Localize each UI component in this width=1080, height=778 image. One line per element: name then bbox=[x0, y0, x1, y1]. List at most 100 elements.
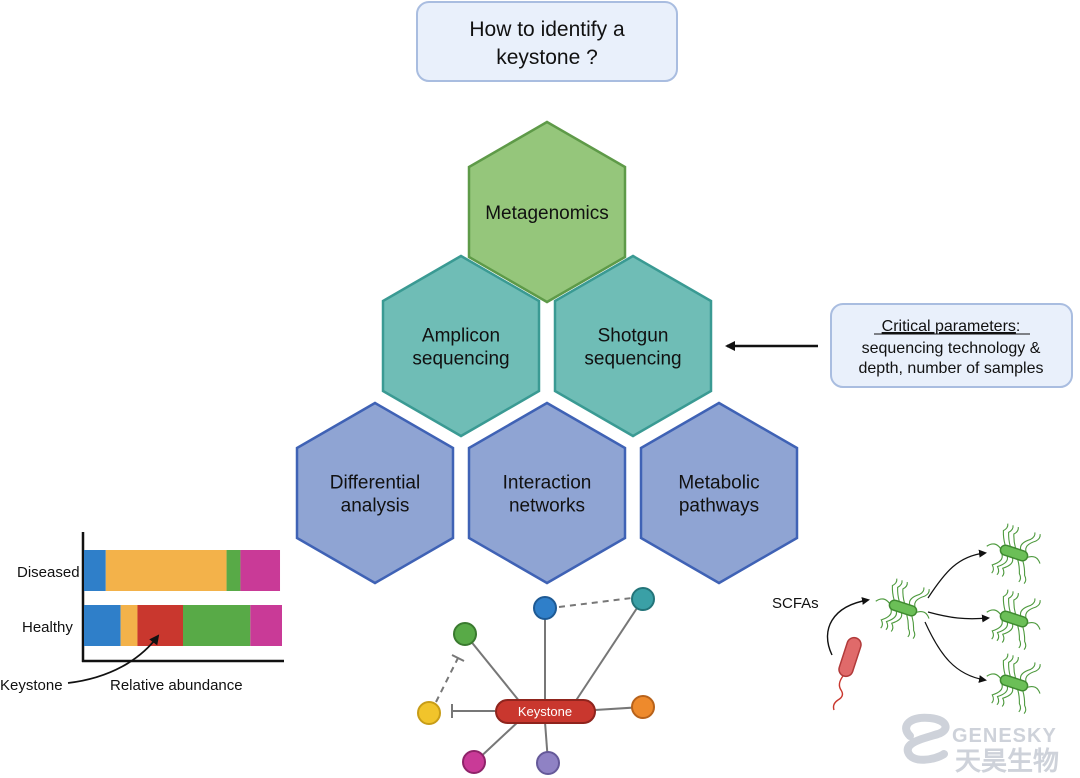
green-bacterium-middle-flagellum bbox=[1025, 600, 1041, 618]
hexagon-shape-metabolic bbox=[639, 401, 799, 585]
scfa-arrow bbox=[826, 597, 870, 656]
critical-parameters-box: Critical parameters: sequencing technolo… bbox=[830, 303, 1073, 388]
keystone-arrow bbox=[67, 634, 160, 684]
green-bacterium-middle-flagellum bbox=[1002, 589, 1009, 611]
params-heading-suffix: : bbox=[1016, 318, 1020, 335]
row-label-diseased: Diseased bbox=[17, 564, 80, 581]
green-bacterium-bottom-flagellum bbox=[1008, 655, 1014, 677]
green-bacterium-bottom-flagellum bbox=[1025, 664, 1041, 682]
green-bacterium-center-flagellum bbox=[890, 612, 903, 632]
title-line-1: How to identify a bbox=[469, 18, 625, 41]
green-bacterium-middle-flagellum bbox=[1001, 623, 1014, 643]
bacteria-cells bbox=[832, 523, 1041, 714]
hexagon-shape-metagenomics bbox=[467, 120, 627, 304]
hexagon-label-interaction-0: Interaction bbox=[503, 473, 592, 494]
hexagon-shape-interaction bbox=[467, 401, 627, 585]
green-bacterium-center-flagellum bbox=[885, 610, 898, 631]
green-bacterium-middle bbox=[986, 589, 1041, 650]
green-bacterium-top-flagellum bbox=[991, 554, 1003, 574]
bar-segment-diseased-3 bbox=[240, 550, 281, 591]
bar-segment-diseased-2 bbox=[226, 550, 241, 591]
green-bacterium-top-flagellum bbox=[1022, 561, 1027, 584]
node-purple bbox=[536, 751, 560, 775]
node-yellow bbox=[417, 701, 441, 725]
green-bacterium-center-flagellum bbox=[880, 609, 892, 629]
green-bacterium-center-flagellum bbox=[914, 589, 930, 607]
node-magenta bbox=[462, 750, 486, 774]
watermark-en: GENESKY bbox=[952, 725, 1057, 747]
green-bacterium-bottom bbox=[986, 653, 1041, 714]
hexagon-label-shotgun-0: Shotgun bbox=[598, 326, 669, 347]
hexagon-label-metabolic-0: Metabolic bbox=[678, 473, 759, 494]
interaction-network: Keystone bbox=[417, 587, 655, 775]
edge-teal bbox=[574, 598, 644, 703]
params-line-2: sequencing technology & bbox=[862, 340, 1041, 357]
green-bacterium-middle-flagellum bbox=[1008, 591, 1014, 613]
green-bacterium-bottom-polar-flagellum bbox=[1027, 685, 1041, 694]
hexagon-label-interaction-1: networks bbox=[509, 496, 585, 517]
division-arrow-bottom bbox=[924, 621, 987, 683]
green-bacterium-bottom-flagellum bbox=[991, 684, 1003, 704]
bar-segment-diseased-1 bbox=[105, 550, 227, 591]
green-bacterium-bottom-flagellum bbox=[1001, 687, 1014, 707]
scfa-label: SCFAs bbox=[772, 595, 819, 612]
green-bacterium-bottom-body bbox=[999, 674, 1029, 692]
keystone-chart-label: Keystone bbox=[0, 677, 63, 694]
hexagon-shape-differential bbox=[295, 401, 455, 585]
abundance-bars bbox=[84, 550, 282, 646]
green-bacterium-top-flagellum bbox=[996, 555, 1009, 576]
green-bacterium-bottom-flagellum bbox=[1019, 662, 1036, 681]
red-bacterium-body bbox=[838, 636, 862, 678]
green-bacterium-top-flagellum bbox=[1001, 557, 1014, 577]
hexagon-shape-shotgun bbox=[553, 254, 713, 438]
hexagon-label-amplicon-1: sequencing bbox=[412, 349, 509, 370]
green-bacterium-center-flagellum bbox=[906, 614, 911, 638]
green-bacterium-bottom-flagellum bbox=[1013, 656, 1019, 679]
green-bacterium-top-flagellum bbox=[1013, 526, 1019, 549]
green-bacterium-top-body bbox=[999, 544, 1029, 562]
green-bacterium-center-body bbox=[888, 599, 918, 617]
hexagon-metagenomics: Metagenomics bbox=[467, 120, 627, 304]
green-bacterium-middle-polar-flagellum bbox=[1027, 621, 1041, 630]
green-bacterium-center-polar-flagellum bbox=[916, 610, 930, 619]
hexagon-label-shotgun-1: sequencing bbox=[584, 349, 681, 370]
green-bacterium-bottom-polar-flagellum bbox=[986, 673, 1002, 680]
params-heading-line: Critical parameters: bbox=[882, 318, 1021, 335]
node-orange bbox=[631, 695, 655, 719]
title-box: How to identify a keystone ? bbox=[416, 1, 678, 82]
node-teal bbox=[631, 587, 655, 611]
green-bacterium-center-polar-flagellum bbox=[875, 598, 891, 605]
genesky-logo-mark bbox=[902, 713, 950, 764]
node-blue bbox=[533, 596, 557, 620]
green-bacterium-center bbox=[875, 578, 930, 639]
green-bacterium-bottom-flagellum bbox=[1017, 689, 1022, 713]
bar-segment-diseased-0 bbox=[84, 550, 106, 591]
green-bacterium-top-flagellum bbox=[1019, 532, 1036, 551]
red-bacterium-flagellum bbox=[832, 675, 844, 711]
division-arrow-top bbox=[927, 549, 987, 599]
green-bacterium-top-flagellum bbox=[1017, 559, 1022, 583]
hexagon-label-metagenomics-0: Metagenomics bbox=[485, 203, 609, 224]
green-bacterium-bottom-flagellum bbox=[1002, 653, 1009, 675]
green-bacterium-bottom-flagellum bbox=[1022, 691, 1027, 714]
green-bacterium-middle-flagellum bbox=[1019, 598, 1036, 617]
green-bacterium-center-flagellum bbox=[902, 581, 908, 604]
green-bacterium-top-flagellum bbox=[1008, 525, 1014, 547]
green-bacterium-center-flagellum bbox=[908, 587, 925, 606]
title-line-2: keystone ? bbox=[496, 46, 598, 69]
green-bacterium-bottom-flagellum bbox=[996, 685, 1009, 706]
bar-segment-healthy-3 bbox=[183, 605, 251, 646]
division-arrow-middle bbox=[927, 611, 990, 623]
keystone-node-label: Keystone bbox=[518, 704, 572, 719]
hexagon-label-metabolic-1: pathways bbox=[679, 496, 759, 517]
green-bacterium-top-flagellum bbox=[1025, 534, 1041, 552]
bar-segment-healthy-0 bbox=[84, 605, 121, 646]
hexagon-label-differential-0: Differential bbox=[330, 473, 420, 494]
keystone-node bbox=[495, 699, 596, 724]
